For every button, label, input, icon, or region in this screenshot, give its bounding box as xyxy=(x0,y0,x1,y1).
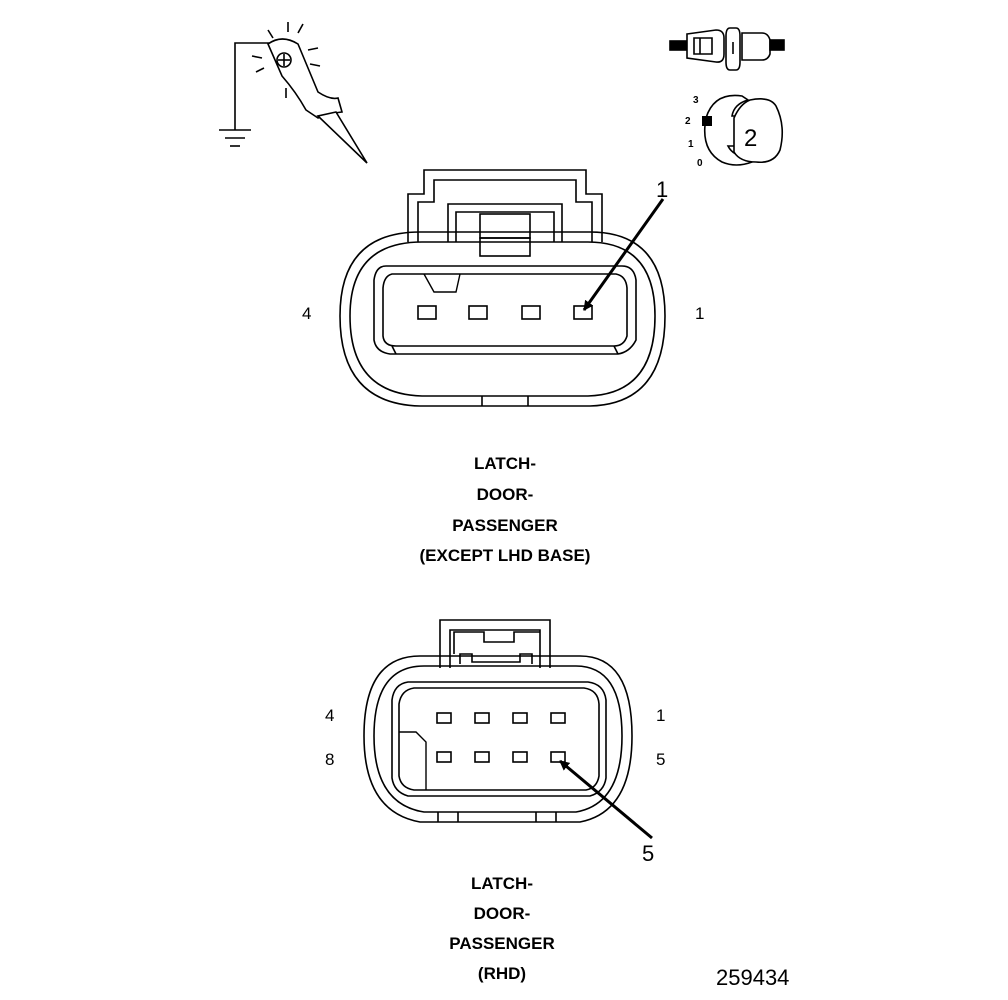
top-caption-line-4: (EXCEPT LHD BASE) xyxy=(420,546,591,565)
bottom-caption: LATCH- DOOR- PASSENGER (RHD) xyxy=(449,874,555,983)
bottom-callout-arrow xyxy=(559,759,653,840)
test-probe-icon xyxy=(219,22,368,164)
dial-scale-3: 3 xyxy=(693,95,699,106)
terminal-dial-icon: 3 2 1 0 2 xyxy=(685,94,784,169)
bottom-pin-cavity-1 xyxy=(550,712,566,724)
bottom-pin-cavity-2 xyxy=(512,712,528,724)
bottom-pin-label-bottom-right: 5 xyxy=(656,750,665,769)
top-caption-line-2: DOOR- xyxy=(477,485,534,504)
bottom-callout-label: 5 xyxy=(642,841,654,866)
top-pin-cavity-3 xyxy=(468,305,488,320)
top-caption: LATCH- DOOR- PASSENGER (EXCEPT LHD BASE) xyxy=(420,454,591,565)
top-caption-line-3: PASSENGER xyxy=(452,516,558,535)
figure-id: 259434 xyxy=(716,965,789,990)
connector-top xyxy=(339,169,666,407)
top-pin-cavity-4 xyxy=(417,305,437,320)
top-callout-label: 1 xyxy=(656,177,668,202)
bottom-caption-line-4: (RHD) xyxy=(478,964,526,983)
bottom-pin-label-top-left: 4 xyxy=(325,706,334,725)
dial-scale-1: 1 xyxy=(688,139,694,150)
bottom-pin-cavity-4 xyxy=(436,712,452,724)
connector-bottom xyxy=(363,619,633,823)
top-callout-arrow xyxy=(582,198,665,311)
bottom-pin-cavity-5 xyxy=(550,751,566,763)
bottom-caption-line-2: DOOR- xyxy=(474,904,531,923)
top-pin-label-left: 4 xyxy=(302,304,311,323)
harness-connector-icon xyxy=(669,27,785,71)
bottom-pin-cavity-8 xyxy=(436,751,452,763)
top-pin-cavity-2 xyxy=(521,305,541,320)
top-pin-cavity-1 xyxy=(573,305,593,320)
bottom-pin-cavity-7 xyxy=(474,751,490,763)
bottom-pin-cavity-3 xyxy=(474,712,490,724)
dial-scale-0: 0 xyxy=(697,158,703,169)
bottom-caption-line-1: LATCH- xyxy=(471,874,533,893)
top-pin-label-right: 1 xyxy=(695,304,704,323)
bottom-caption-line-3: PASSENGER xyxy=(449,934,555,953)
top-caption-line-1: LATCH- xyxy=(474,454,536,473)
bottom-pin-label-bottom-left: 8 xyxy=(325,750,334,769)
bottom-pin-cavity-6 xyxy=(512,751,528,763)
dial-value: 2 xyxy=(744,125,757,152)
dial-scale-2: 2 xyxy=(685,116,691,127)
bottom-pin-label-top-right: 1 xyxy=(656,706,665,725)
